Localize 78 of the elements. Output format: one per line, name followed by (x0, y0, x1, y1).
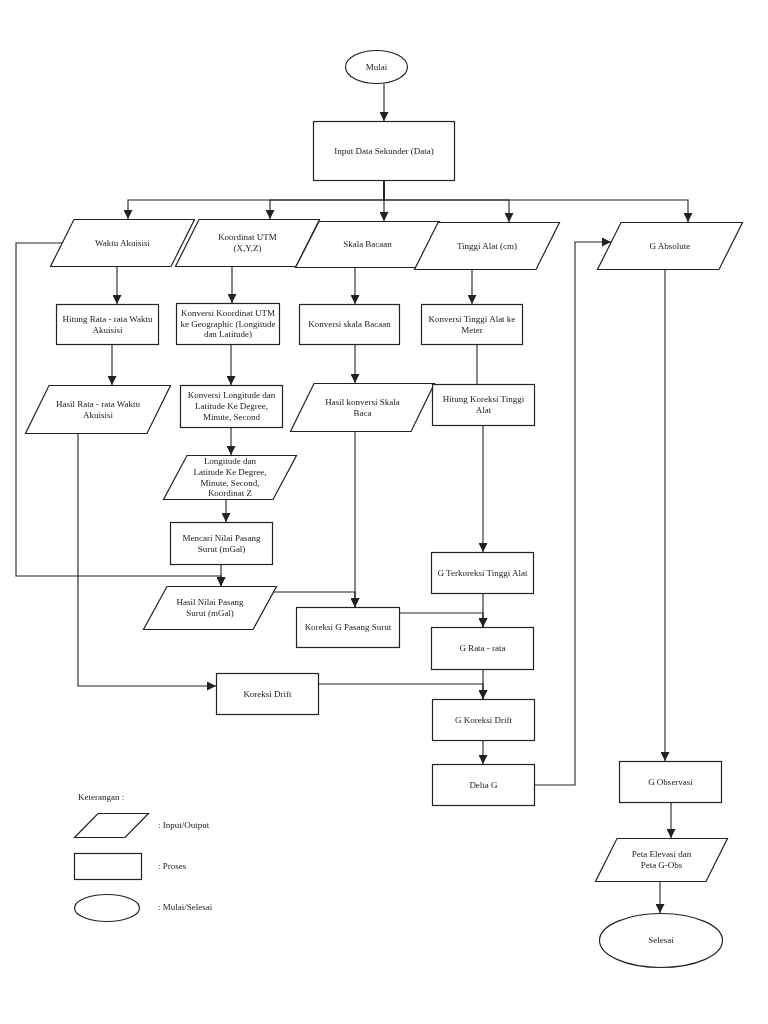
arrow (478, 740, 488, 765)
process-box (56, 304, 159, 345)
arrow (15, 242, 226, 587)
arrow (399, 612, 488, 628)
arrow (666, 802, 676, 839)
process-box (216, 673, 319, 715)
process-box (432, 764, 535, 806)
terminal-ellipse (599, 913, 723, 968)
legend-text: : Mulai/Selesai (158, 902, 213, 912)
arrow (478, 425, 488, 553)
input-output-parallelogram (295, 221, 440, 268)
arrow (77, 433, 217, 691)
node-label: Peta Elevasi dan Peta G-Obs (630, 849, 693, 871)
arrow (655, 881, 665, 914)
legend-text: : Proses (158, 860, 187, 871)
node-label: Tinggi Alat (cm) (455, 240, 519, 252)
node-label: Selesai (647, 935, 675, 946)
arrow (107, 344, 117, 386)
node-label: G Observasi (647, 776, 694, 788)
input-output-parallelogram (163, 455, 297, 500)
input-output-parallelogram (143, 586, 277, 630)
node-label: Mulai (364, 61, 389, 73)
input-output-parallelogram (50, 219, 195, 267)
arrow (379, 83, 389, 122)
node-label: Hasil Rata - rata Waktu Akuisisi (54, 398, 142, 421)
process-box (170, 522, 273, 565)
node-label: Input Data Sekunder (Data) (333, 145, 435, 157)
node-label: Waktu Akuisisi (94, 237, 151, 249)
process-box (432, 384, 535, 426)
arrow (467, 269, 477, 305)
node-label: Konversi Longitude dan Latitude Ke Degree, Minute, Second (186, 390, 277, 423)
node-label: Konversi skala Bacaan (307, 319, 392, 330)
node-label: Hitung Rata - rata Waktu Akuisisi (61, 313, 154, 336)
node-label: G Rata - rata (458, 643, 507, 654)
node-label: Koordinat UTM (X,Y,Z) (217, 232, 278, 254)
arrow (227, 266, 237, 304)
node-label: G Koreksi Drift (454, 714, 513, 726)
node-label: Skala Bacaan (342, 239, 393, 250)
process-box (296, 607, 400, 648)
input-output-parallelogram (175, 219, 320, 267)
node-label: Hasil konversi Skala Baca (324, 396, 401, 419)
node-label: Konversi Tinggi Alat ke Meter (427, 313, 517, 336)
node-label: Koreksi Drift (242, 688, 293, 700)
arrow (660, 269, 670, 762)
node-label: G Terkoreksi Tinggi Alat (436, 567, 529, 579)
input-output-parallelogram (595, 838, 728, 882)
process-box (180, 385, 283, 428)
node-label: Hasil Nilai Pasang Surut (mGal) (175, 597, 245, 619)
arrow (226, 427, 236, 456)
legend-title: Keterangan : (78, 792, 125, 802)
input-output-parallelogram (290, 383, 435, 432)
process-box (299, 304, 400, 345)
arrow (226, 344, 236, 386)
node-label: G Absolute (648, 240, 692, 252)
arrow (534, 237, 612, 786)
process-box (431, 627, 534, 670)
input-output-parallelogram (414, 222, 560, 270)
terminal-ellipse (345, 50, 408, 84)
process-box (432, 699, 535, 741)
legend-text: : Input/Output (158, 819, 210, 830)
node-label: Delta G (468, 779, 499, 791)
arrow (350, 344, 360, 384)
arrow (350, 267, 360, 305)
process-box (431, 552, 534, 594)
process-box (421, 304, 523, 345)
arrow (318, 683, 488, 700)
node-label: Hitung Koreksi Tinggi Alat (441, 394, 526, 416)
node-label: Konversi Koordinat UTM ke Geographic (Longitude dan Latitude) (179, 307, 277, 341)
arrow (273, 591, 360, 608)
input-output-parallelogram (597, 222, 743, 270)
node-label: Koreksi G Pasang Surut (303, 622, 393, 633)
input-output-parallelogram (25, 385, 171, 434)
node-label: Longitude dan Latitude Ke Degree, Minute, Second, Koordinat Z (192, 455, 268, 500)
node-label: Mencari Nilai Pasang Surut (mGal) (181, 532, 262, 555)
process-box (313, 121, 455, 181)
process-box (619, 761, 722, 803)
arrow (112, 266, 122, 305)
arrow (221, 499, 231, 523)
